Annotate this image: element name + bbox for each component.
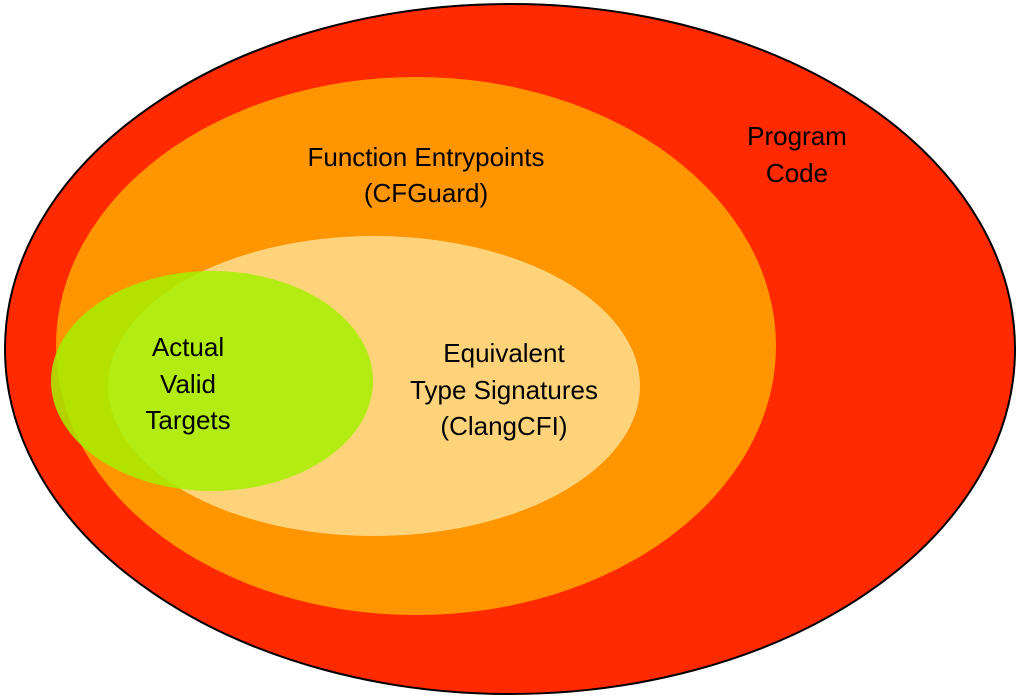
equivalent-type-signatures-label-line: Equivalent [443, 338, 565, 368]
actual-valid-targets-region [51, 271, 373, 491]
program-code-label: Program Code [747, 121, 847, 188]
function-entrypoints-label-line: Function Entrypoints [307, 142, 544, 172]
equivalent-type-signatures-label: Equivalent Type Signatures (ClangCFI) [410, 338, 598, 441]
actual-valid-targets-label: Actual Valid Targets [145, 332, 230, 435]
program-code-label-line: Code [766, 158, 828, 188]
actual-valid-targets-label-line: Targets [145, 405, 230, 435]
actual-valid-targets-label-line: Valid [160, 369, 216, 399]
function-entrypoints-label: Function Entrypoints (CFGuard) [307, 142, 544, 208]
equivalent-type-signatures-label-line: Type Signatures [410, 375, 598, 405]
actual-valid-targets-label-line: Actual [152, 332, 224, 362]
equivalent-type-signatures-label-line: (ClangCFI) [440, 411, 567, 441]
program-code-label-line: Program [747, 121, 847, 151]
function-entrypoints-label-line: (CFGuard) [364, 178, 488, 208]
